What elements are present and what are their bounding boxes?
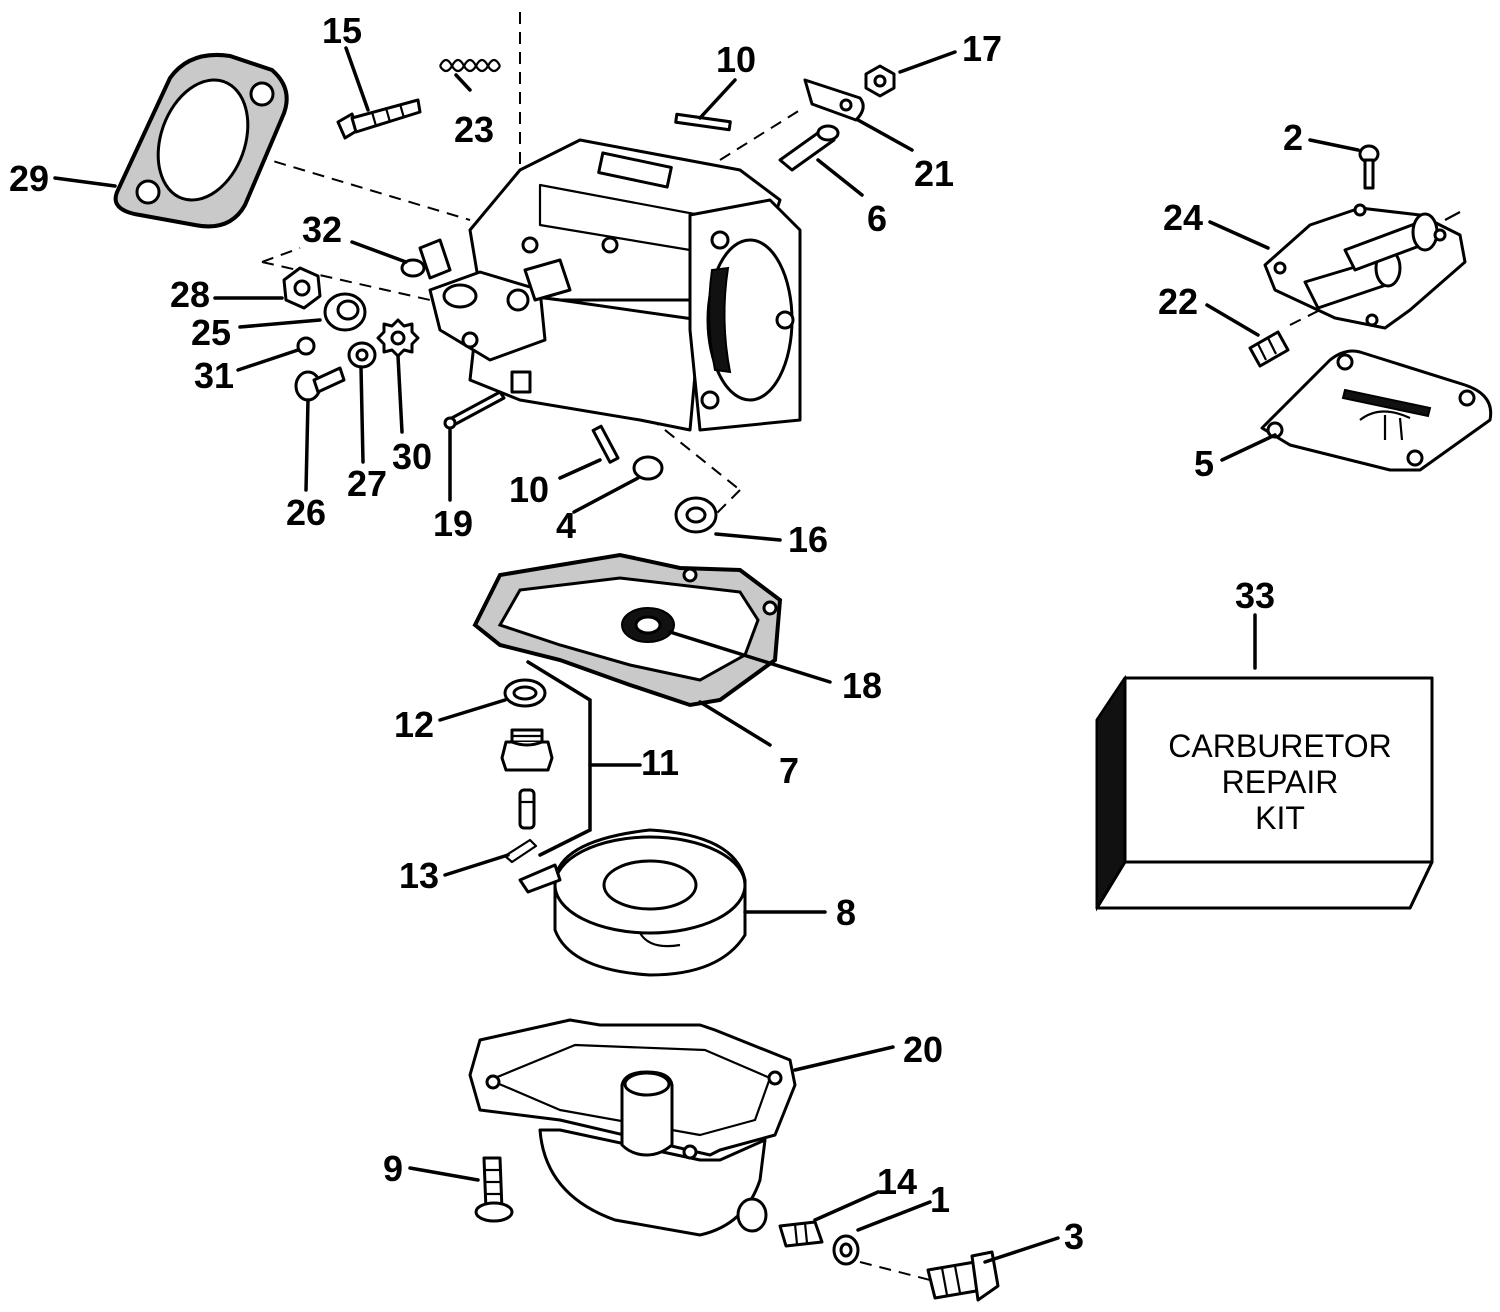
callout-20: 20 — [903, 1029, 943, 1070]
leader-lines — [53, 46, 1360, 1264]
screw-26 — [294, 366, 346, 402]
idle-screw — [336, 98, 422, 140]
repair-kit-box: CARBURETOR REPAIR KIT — [1095, 674, 1434, 912]
flange-gasket — [113, 53, 289, 229]
float-8 — [518, 828, 747, 977]
washer-12 — [503, 678, 547, 708]
idle-spring — [439, 58, 501, 73]
callout-24: 24 — [1163, 197, 1203, 238]
star-washer-30 — [376, 318, 420, 358]
diaphragm-gasket-5 — [1260, 349, 1493, 472]
plug-screw-3 — [926, 1250, 1000, 1302]
kit-label-line1: CARBURETOR — [1168, 728, 1391, 764]
callout-17: 17 — [962, 28, 1002, 69]
callout-6: 6 — [867, 198, 887, 239]
screw-9 — [474, 1156, 514, 1223]
callout-23: 23 — [454, 109, 494, 150]
washer-27 — [347, 341, 377, 369]
callout-3: 3 — [1064, 1216, 1084, 1257]
pin-19 — [443, 390, 506, 430]
callout-11: 11 — [641, 742, 679, 783]
fitting-22 — [1248, 330, 1290, 368]
callout-4: 4 — [556, 505, 576, 546]
carburetor-body — [400, 138, 802, 432]
callout-2: 2 — [1283, 117, 1303, 158]
callout-10-upper: 10 — [716, 39, 756, 80]
callout-33: 33 — [1235, 575, 1275, 616]
callout-30: 30 — [392, 436, 432, 477]
plug-4 — [632, 455, 664, 481]
throttle-bracket — [803, 78, 865, 122]
callout-26: 26 — [286, 492, 326, 533]
callout-12: 12 — [394, 704, 434, 745]
needle-seat — [500, 728, 554, 772]
callout-9: 9 — [383, 1148, 403, 1189]
clip-13 — [503, 838, 538, 864]
bushing-25 — [323, 292, 367, 332]
callout-13: 13 — [399, 855, 439, 896]
callout-29: 29 — [9, 158, 49, 199]
callout-21: 21 — [914, 153, 954, 194]
callout-8: 8 — [836, 892, 856, 933]
callout-5: 5 — [1194, 443, 1214, 484]
callout-32: 32 — [302, 209, 342, 250]
shaft-6 — [778, 124, 840, 172]
callout-10-lower: 10 — [509, 469, 549, 510]
inlet-needle — [518, 788, 536, 830]
jet-14 — [778, 1220, 824, 1248]
callout-15: 15 — [322, 10, 362, 51]
seal-18 — [621, 607, 675, 643]
float-bowl-20 — [468, 1018, 797, 1237]
callout-27: 27 — [347, 463, 387, 504]
callout-16: 16 — [788, 519, 828, 560]
callout-22: 22 — [1158, 281, 1198, 322]
callout-1: 1 — [930, 1179, 950, 1220]
callout-28: 28 — [170, 274, 210, 315]
kit-label-line3: KIT — [1255, 800, 1305, 836]
callout-18: 18 — [842, 665, 882, 706]
callout-14: 14 — [877, 1161, 917, 1202]
pin-upper — [674, 112, 732, 132]
callout-labels: 1 2 3 4 5 6 7 8 9 10 10 11 12 13 14 15 1… — [9, 10, 1303, 1257]
screw-2 — [1358, 144, 1380, 190]
callout-7: 7 — [779, 750, 799, 791]
callout-31: 31 — [194, 355, 234, 396]
washer-16 — [674, 496, 718, 534]
kit-label-line2: REPAIR — [1222, 764, 1339, 800]
fuel-pump-cover-24 — [1263, 203, 1467, 330]
callout-19: 19 — [433, 503, 473, 544]
washer-1 — [832, 1234, 860, 1266]
pin-lower — [591, 424, 620, 464]
nut-28 — [282, 266, 322, 310]
nut-17 — [864, 64, 896, 98]
callout-25: 25 — [191, 312, 231, 353]
ball-31 — [296, 336, 316, 356]
